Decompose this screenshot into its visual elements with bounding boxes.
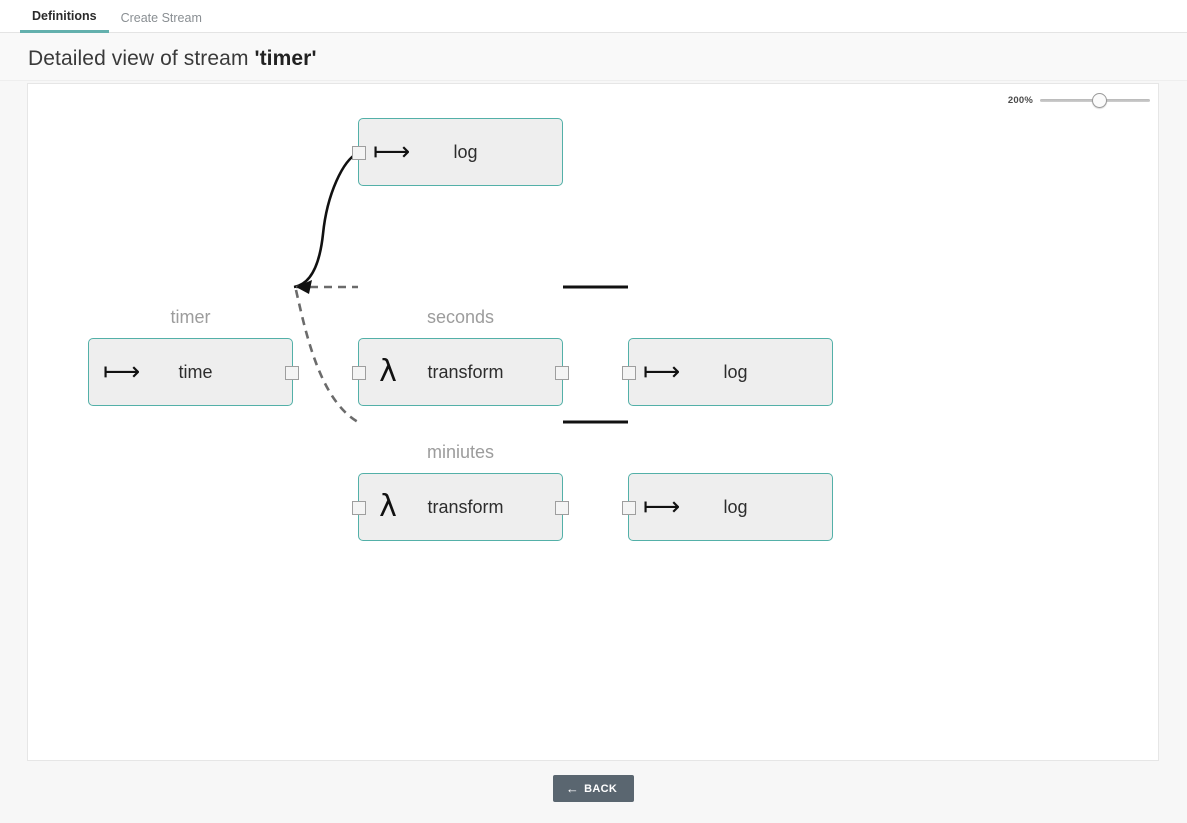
mapsto-icon: ⟼ [103, 357, 141, 387]
zoom-slider-thumb[interactable] [1091, 92, 1107, 108]
page-title-stream-name: 'timer' [254, 47, 317, 70]
title-bar: Detailed view of stream 'timer' [0, 33, 1187, 81]
node-label: transform [427, 496, 504, 517]
mapsto-icon: ⟼ [643, 492, 681, 522]
lambda-icon: λ [379, 489, 397, 524]
stream-graph: ⟼ log timer ⟼ time seconds λ transform ⟼… [28, 84, 1158, 760]
footer: ← BACK [0, 775, 1187, 802]
edge-time-to-log-top [293, 151, 359, 289]
node-transform-miniutes[interactable]: λ transform [352, 473, 569, 541]
node-transform-seconds[interactable]: λ transform [352, 338, 569, 406]
tab-definitions[interactable]: Definitions [20, 9, 109, 33]
node-time[interactable]: ⟼ time [88, 338, 299, 406]
node-port-output[interactable] [285, 366, 299, 380]
zoom-control[interactable]: 200% [1007, 92, 1150, 108]
node-log-top[interactable]: ⟼ log [352, 118, 563, 186]
back-button[interactable]: ← BACK [552, 775, 635, 802]
node-port-output[interactable] [555, 366, 569, 380]
node-log-miniutes[interactable]: ⟼ log [622, 473, 833, 541]
node-title-timer: timer [170, 307, 211, 327]
node-log-seconds[interactable]: ⟼ log [622, 338, 833, 406]
node-port-input[interactable] [622, 366, 636, 380]
edge-arrowhead-time [296, 280, 312, 294]
graph-canvas[interactable]: 200% ⟼ log timer [27, 83, 1159, 761]
node-label: transform [427, 361, 504, 382]
tab-create-stream[interactable]: Create Stream [120, 10, 202, 25]
node-port-input[interactable] [622, 501, 636, 515]
page-title: Detailed view of stream 'timer' [28, 47, 317, 70]
back-button-label: BACK [584, 782, 618, 795]
node-port-input[interactable] [352, 146, 366, 160]
tab-bar: Definitions Create Stream [0, 0, 1187, 33]
lambda-icon: λ [379, 354, 397, 389]
node-label: log [453, 141, 478, 162]
page-title-prefix: Detailed view of stream [28, 47, 255, 70]
node-label: log [723, 496, 748, 517]
node-port-input[interactable] [352, 501, 366, 515]
node-title-seconds: seconds [426, 307, 495, 327]
graph-edges [293, 151, 628, 424]
zoom-slider[interactable] [1040, 92, 1150, 108]
mapsto-icon: ⟼ [643, 357, 681, 387]
node-label: log [723, 361, 748, 382]
arrow-left-icon: ← [565, 781, 580, 796]
zoom-level-label: 200% [1007, 94, 1033, 106]
node-title-miniutes: miniutes [426, 442, 495, 462]
node-port-output[interactable] [555, 501, 569, 515]
node-port-input[interactable] [352, 366, 366, 380]
node-label: time [178, 361, 213, 382]
mapsto-icon: ⟼ [373, 137, 411, 167]
edge-time-to-transform-miniutes [294, 289, 359, 424]
